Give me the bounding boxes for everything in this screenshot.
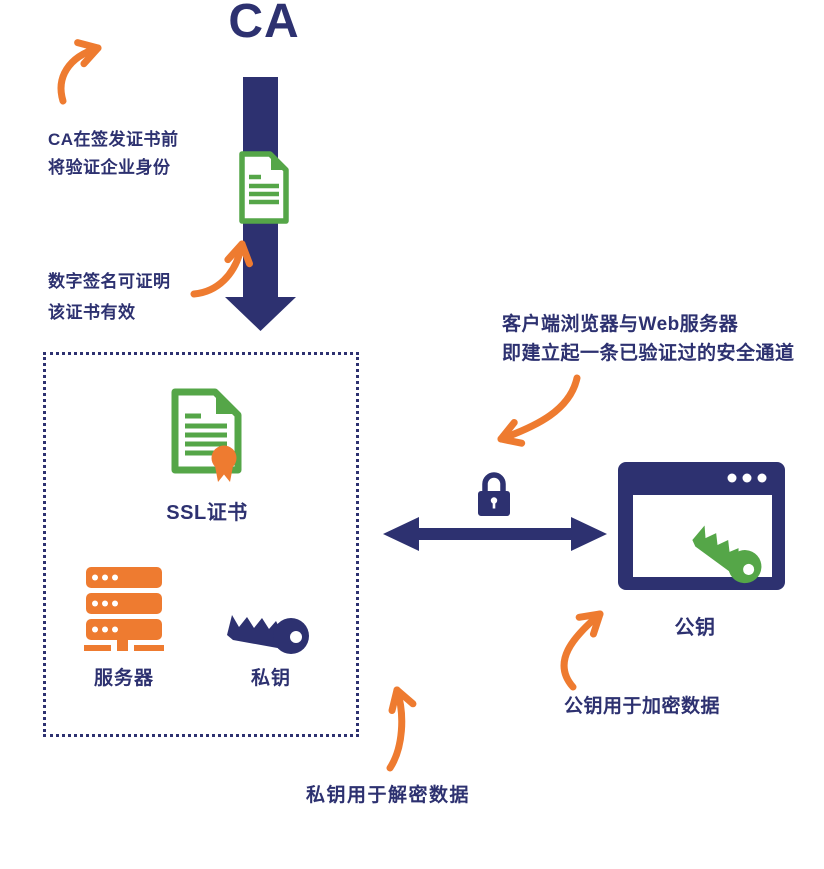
- public-key-label: 公钥: [674, 617, 716, 639]
- secure-channel-note-line2: 即建立起一条已验证过的安全通道: [502, 343, 795, 364]
- digital-signature-note-line2: 该证书有效: [48, 303, 136, 322]
- ca-verification-note-line1: CA在签发证书前: [48, 130, 179, 149]
- ssl-certificate-label: SSL证书: [166, 502, 248, 524]
- private-key-usage-note: 私钥用于解密数据: [306, 785, 471, 806]
- ca-verification-note: CA在签发证书前 将验证企业身份: [48, 126, 179, 182]
- private-key-icon: [227, 615, 309, 654]
- ssl-certificate-icon: [171, 388, 242, 482]
- ca-title: CA: [228, 0, 300, 48]
- ca-verification-note-line2: 将验证企业身份: [48, 158, 171, 177]
- curved-arrow-to-private-key: [386, 686, 417, 772]
- curved-arrow-to-ca: [57, 39, 102, 105]
- server-label: 服务器: [93, 668, 154, 689]
- certificate-document-icon: [239, 151, 289, 224]
- public-key-icon: [692, 525, 762, 584]
- browser-window-icon: [618, 462, 785, 590]
- server-side-box: [43, 352, 359, 737]
- secure-channel-arrow-icon: [383, 517, 607, 551]
- public-key-usage-note: 公钥用于加密数据: [564, 696, 721, 717]
- digital-signature-note-line1: 数字签名可证明: [48, 272, 171, 291]
- server-icon: [84, 567, 164, 651]
- secure-channel-note: 客户端浏览器与Web服务器 即建立起一条已验证过的安全通道: [502, 310, 795, 368]
- secure-channel-note-line1: 客户端浏览器与Web服务器: [502, 314, 739, 335]
- padlock-icon: [478, 472, 510, 516]
- curved-arrow-to-channel: [497, 374, 581, 447]
- digital-signature-note: 数字签名可证明 该证书有效: [48, 266, 171, 328]
- curved-arrow-to-public-key: [560, 610, 604, 691]
- private-key-label: 私钥: [250, 668, 291, 689]
